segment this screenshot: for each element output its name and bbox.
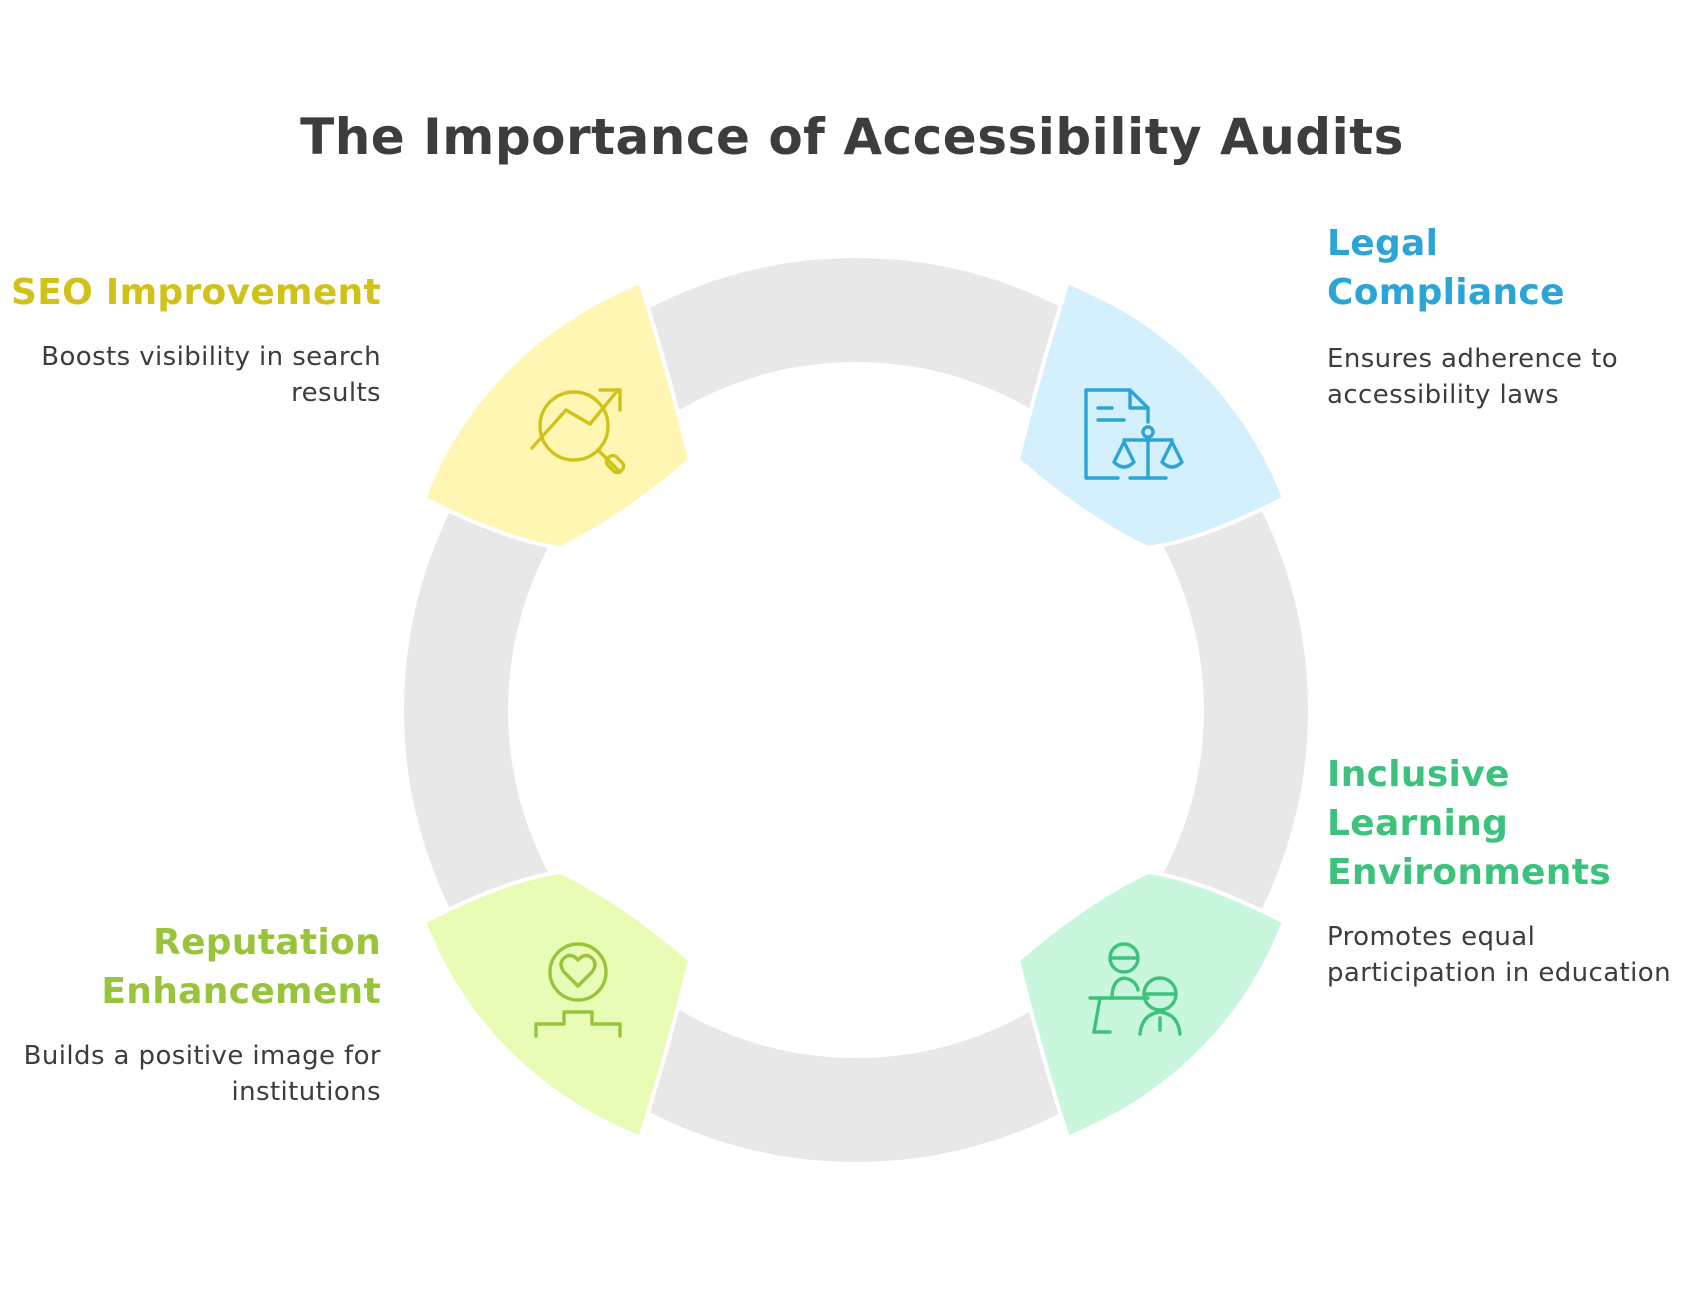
segment-legal <box>1015 279 1287 551</box>
item-legal-title: Legal Compliance <box>1327 223 1565 313</box>
item-learning-description: Promotes equal participation in educatio… <box>1327 922 1671 988</box>
item-reputation-title: Reputation Enhancement <box>101 922 381 1012</box>
item-learning: Inclusive Learning Environments Promotes… <box>1327 750 1687 991</box>
trend-search-icon <box>530 388 626 475</box>
item-legal-description: Ensures adherence to accessibility laws <box>1327 344 1619 410</box>
item-seo-description: Boosts visibility in search results <box>41 342 381 408</box>
item-legal: Legal Compliance Ensures adherence to ac… <box>1327 219 1667 413</box>
item-seo-title: SEO Improvement <box>11 272 381 313</box>
segment-learning <box>1015 869 1287 1141</box>
page-title: The Importance of Accessibility Audits <box>300 108 1404 166</box>
segment-reputation-shape <box>421 869 693 1141</box>
segment-seo <box>421 279 693 551</box>
item-seo: SEO Improvement Boosts visibility in sea… <box>0 268 381 411</box>
item-reputation-description: Builds a positive image for institutions <box>23 1041 381 1107</box>
segment-seo-shape <box>421 279 693 551</box>
segment-legal-shape <box>1015 279 1287 551</box>
segment-reputation <box>421 869 693 1141</box>
teacher-student-icon <box>1088 942 1182 1036</box>
cycle-ring <box>404 258 1308 1162</box>
segment-learning-shape <box>1015 869 1287 1141</box>
item-learning-title: Inclusive Learning Environments <box>1327 754 1611 893</box>
item-reputation: Reputation Enhancement Builds a positive… <box>0 918 381 1110</box>
heart-podium-icon <box>534 942 622 1038</box>
document-scales-icon <box>1084 388 1184 480</box>
